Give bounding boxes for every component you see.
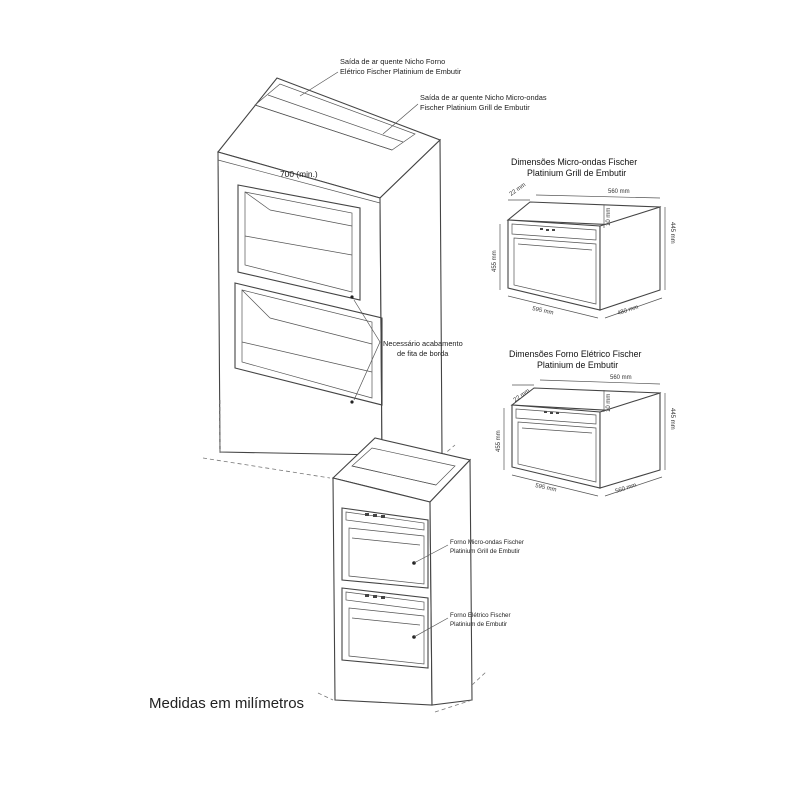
micro-dims-title-line2: Platinium Grill de Embutir [527, 168, 626, 178]
microwave-dimension-drawing [499, 194, 666, 319]
footer-caption: Medidas em milímetros [149, 695, 304, 712]
electric-oven-label-line1: Forno Elétrico Fischer [450, 612, 511, 619]
microwave-label-line1: Forno Micro-ondas Fischer [450, 539, 524, 546]
micro-dim-10: 10 mm [606, 208, 612, 226]
micro-dim-480: 480 mm [617, 304, 639, 316]
micro-dim-445: 445 mm [669, 222, 675, 244]
width-min-label: 700 (min.) [280, 169, 318, 179]
micro-dims-title-line1: Dimensões Micro-ondas Fischer [511, 157, 637, 167]
oven-dims-title-line2: Platinium de Embutir [537, 360, 618, 370]
vent-oven-label-line2: Elétrico Fischer Platinium de Embutir [340, 67, 462, 76]
small-cabinet [317, 437, 487, 713]
oven-dim-10: 10 mm [606, 394, 612, 412]
oven-dimension-drawing [503, 379, 666, 497]
oven-dim-595: 595 mm [535, 483, 557, 493]
micro-dim-595: 595 mm [532, 306, 554, 316]
vent-oven-label-line1: Saída de ar quente Nicho Forno [340, 57, 445, 66]
vent-micro-label-line1: Saída de ar quente Nicho Micro-ondas [420, 93, 547, 102]
oven-dim-560-side: 560 mm [615, 482, 637, 494]
micro-dim-560: 560 mm [608, 189, 630, 195]
micro-dim-22: 22 mm [509, 182, 527, 197]
microwave-label-line2: Platinium Grill de Embutir [450, 548, 520, 555]
vent-micro-label-line2: Fischer Platinium Grill de Embutir [420, 103, 530, 112]
oven-dims-title-line1: Dimensões Forno Elétrico Fischer [509, 349, 642, 359]
large-cabinet [202, 71, 456, 479]
micro-dim-455: 455 mm [492, 250, 498, 272]
oven-dim-455: 455 mm [496, 430, 502, 452]
edge-finish-label-line1: Necessário acabamento [383, 339, 463, 348]
electric-oven-label-line2: Platinium de Embutir [450, 621, 507, 628]
oven-dim-445: 445 mm [669, 408, 675, 430]
edge-finish-label-line2: de fita de borda [397, 349, 449, 358]
oven-dim-560-top: 560 mm [610, 375, 632, 381]
